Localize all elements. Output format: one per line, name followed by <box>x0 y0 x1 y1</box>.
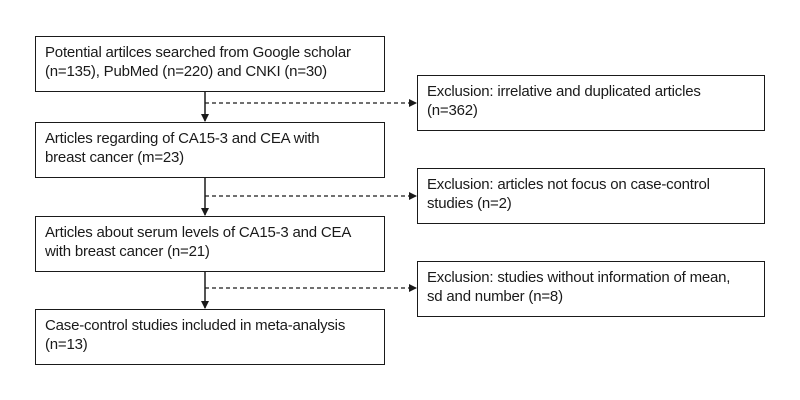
exclusion-box-not-case-control: Exclusion: articles not focus on case-co… <box>417 168 765 224</box>
step-box-serum-levels: Articles about serum levels of CA15-3 an… <box>35 216 385 272</box>
exclusion-box-no-mean-sd-line-2: sd and number (n=8) <box>427 288 563 305</box>
step-box-regarding-line-2: breast cancer (m=23) <box>45 149 184 166</box>
exclusion-box-not-case-control-line-2: studies (n=2) <box>427 195 512 212</box>
step-box-included-line-1: Case-control studies included in meta-an… <box>45 317 346 334</box>
step-box-included: Case-control studies included in meta-an… <box>35 309 385 365</box>
step-box-regarding: Articles regarding of CA15-3 and CEA wit… <box>35 122 385 178</box>
step-box-serum-levels-line-1: Articles about serum levels of CA15-3 an… <box>45 224 352 241</box>
exclusion-box-irrelative-line-1: Exclusion: irrelative and duplicated art… <box>427 83 701 100</box>
step-box-included-line-2: (n=13) <box>45 336 88 353</box>
step-box-search-line-1: Potential artilces searched from Google … <box>45 44 351 61</box>
exclusion-box-irrelative-line-2: (n=362) <box>427 102 478 119</box>
exclusion-box-no-mean-sd-line-1: Exclusion: studies without information o… <box>427 269 731 286</box>
step-box-search: Potential artilces searched from Google … <box>35 36 385 92</box>
step-box-regarding-line-1: Articles regarding of CA15-3 and CEA wit… <box>45 130 320 147</box>
step-box-search-line-2: (n=135), PubMed (n=220) and CNKI (n=30) <box>45 63 327 80</box>
exclusion-box-no-mean-sd: Exclusion: studies without information o… <box>417 261 765 317</box>
step-box-serum-levels-line-2: with breast cancer (n=21) <box>45 243 210 260</box>
exclusion-box-not-case-control-line-1: Exclusion: articles not focus on case-co… <box>427 176 710 193</box>
exclusion-box-irrelative: Exclusion: irrelative and duplicated art… <box>417 75 765 131</box>
